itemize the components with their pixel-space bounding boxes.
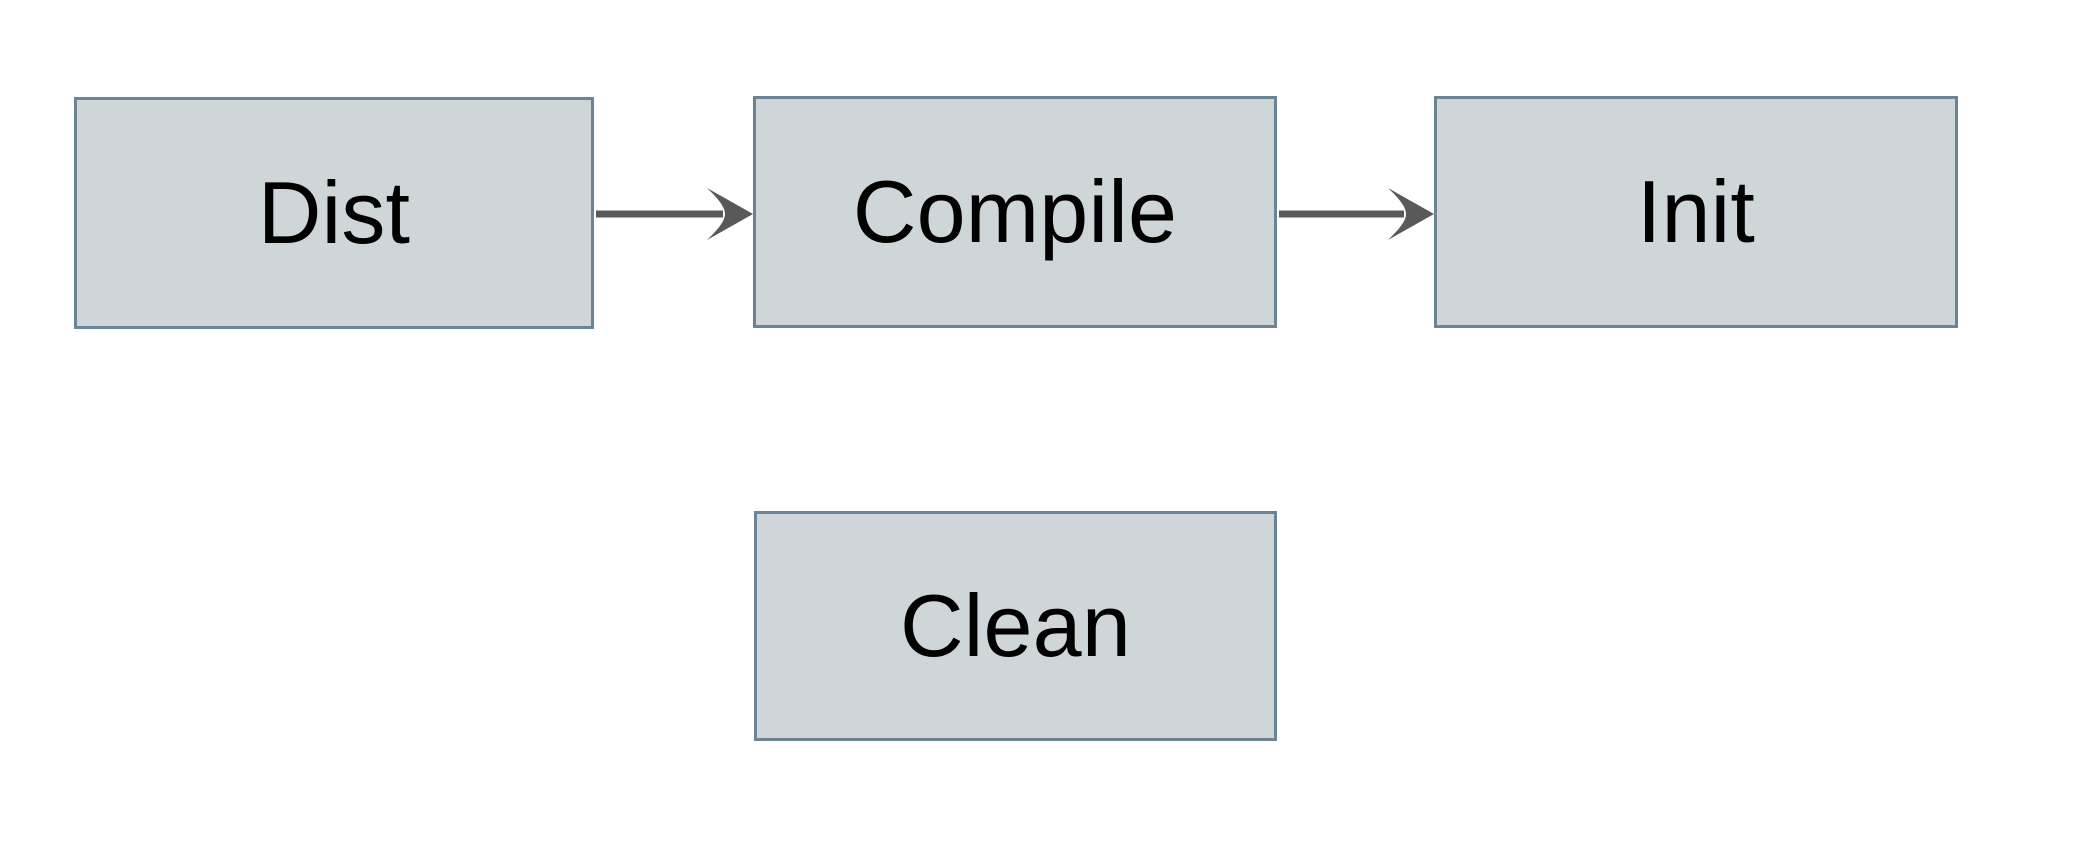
edge-compile-to-init (1279, 188, 1434, 240)
node-label-dist: Dist (257, 163, 411, 262)
node-label-clean: Clean (900, 576, 1131, 675)
edge-arrowhead-icon (1388, 188, 1434, 240)
edge-arrowhead-icon (707, 188, 753, 240)
node-compile[interactable]: Compile (753, 96, 1277, 328)
node-label-init: Init (1636, 162, 1756, 261)
node-dist[interactable]: Dist (74, 97, 594, 329)
node-label-compile: Compile (852, 162, 1178, 261)
node-clean[interactable]: Clean (754, 511, 1277, 741)
edge-dist-to-compile (596, 188, 753, 240)
node-init[interactable]: Init (1434, 96, 1958, 328)
